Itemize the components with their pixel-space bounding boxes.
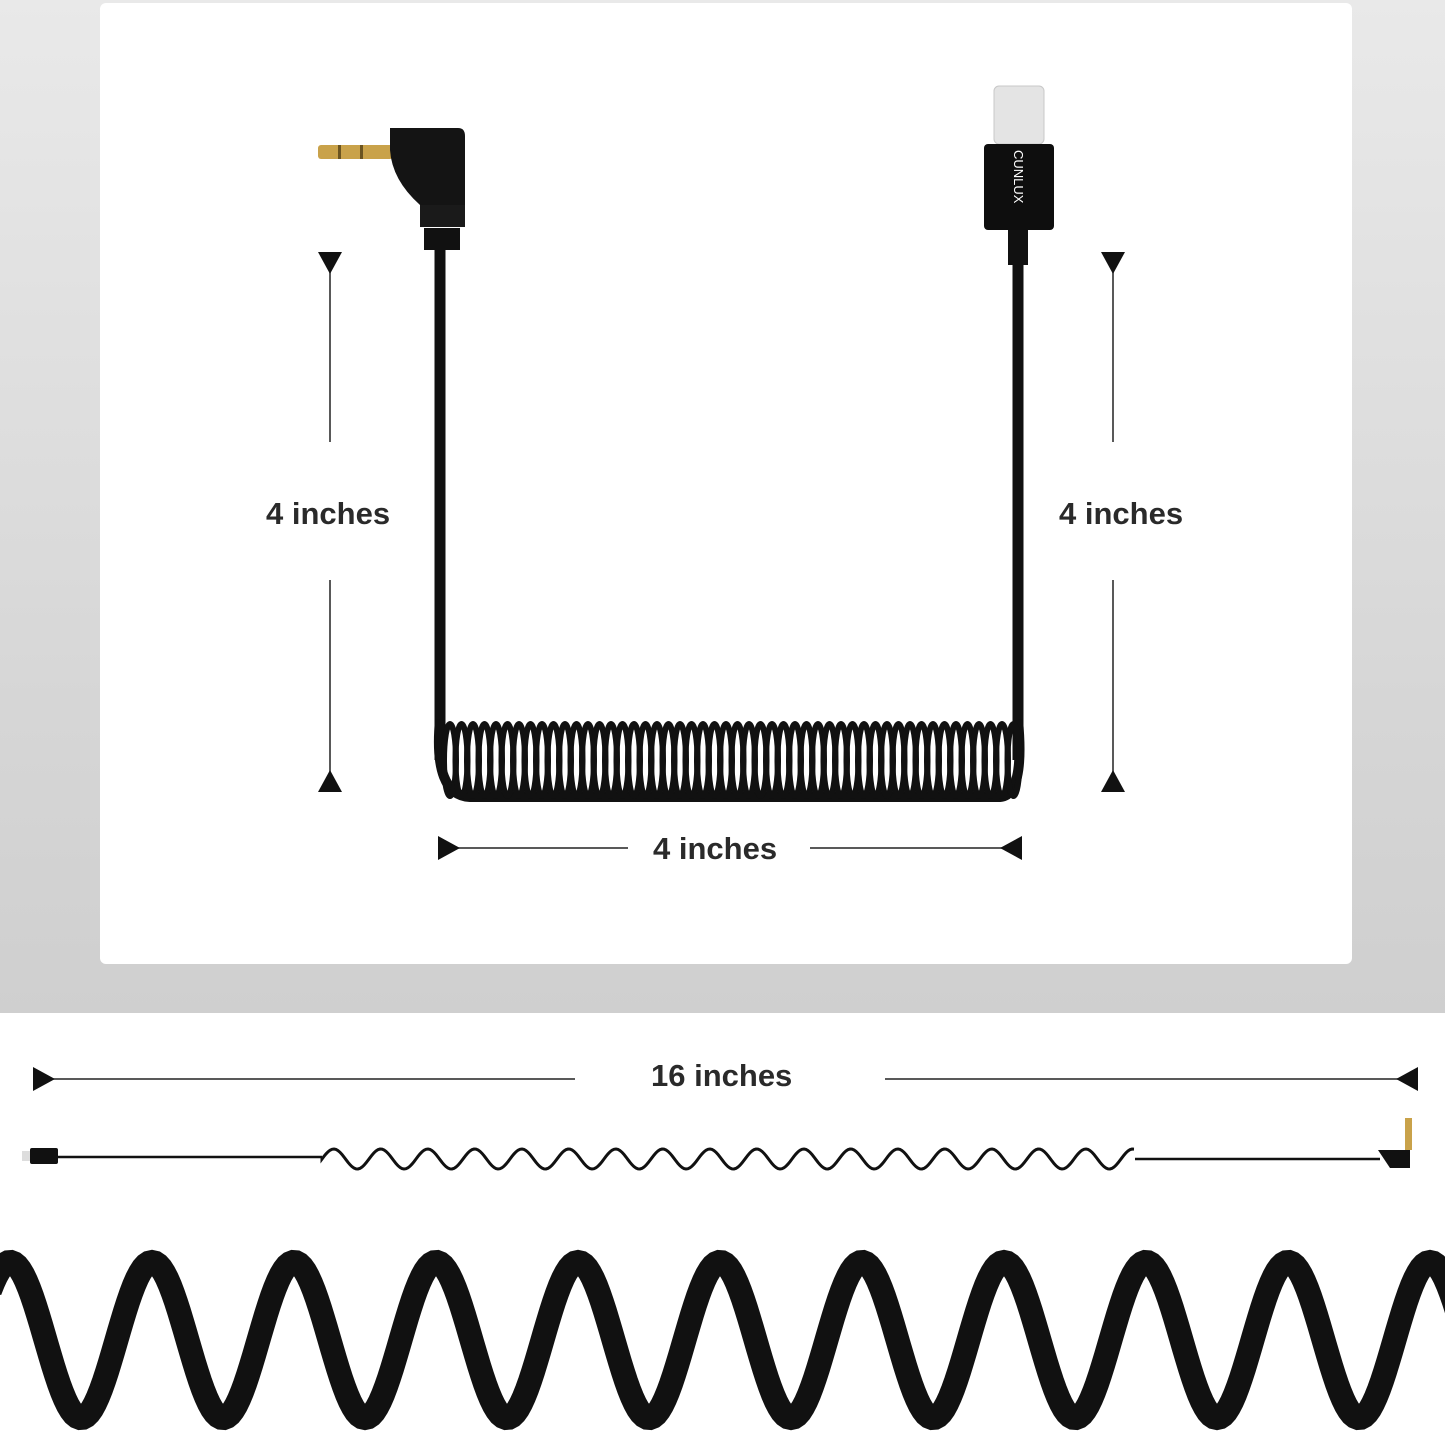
coil-loop [1004,721,1023,799]
left-height-label: 4 inches [266,496,391,531]
stretched-cable [22,1118,1412,1171]
coil-width-label: 4 inches [653,831,778,866]
coil-closeup [0,1249,1445,1431]
stretched-length-label: 16 inches [651,1058,793,1093]
audio-jack-plug [318,128,465,250]
product-card [100,3,1352,964]
arrowheads [33,252,1418,1091]
brand-logo: CUNLUX [1011,150,1026,204]
dimension-lines [45,265,1408,1080]
coiled-cable [433,719,1025,802]
usb-c-plug: CUNLUX [984,85,1054,265]
right-height-label: 4 inches [1059,496,1184,531]
